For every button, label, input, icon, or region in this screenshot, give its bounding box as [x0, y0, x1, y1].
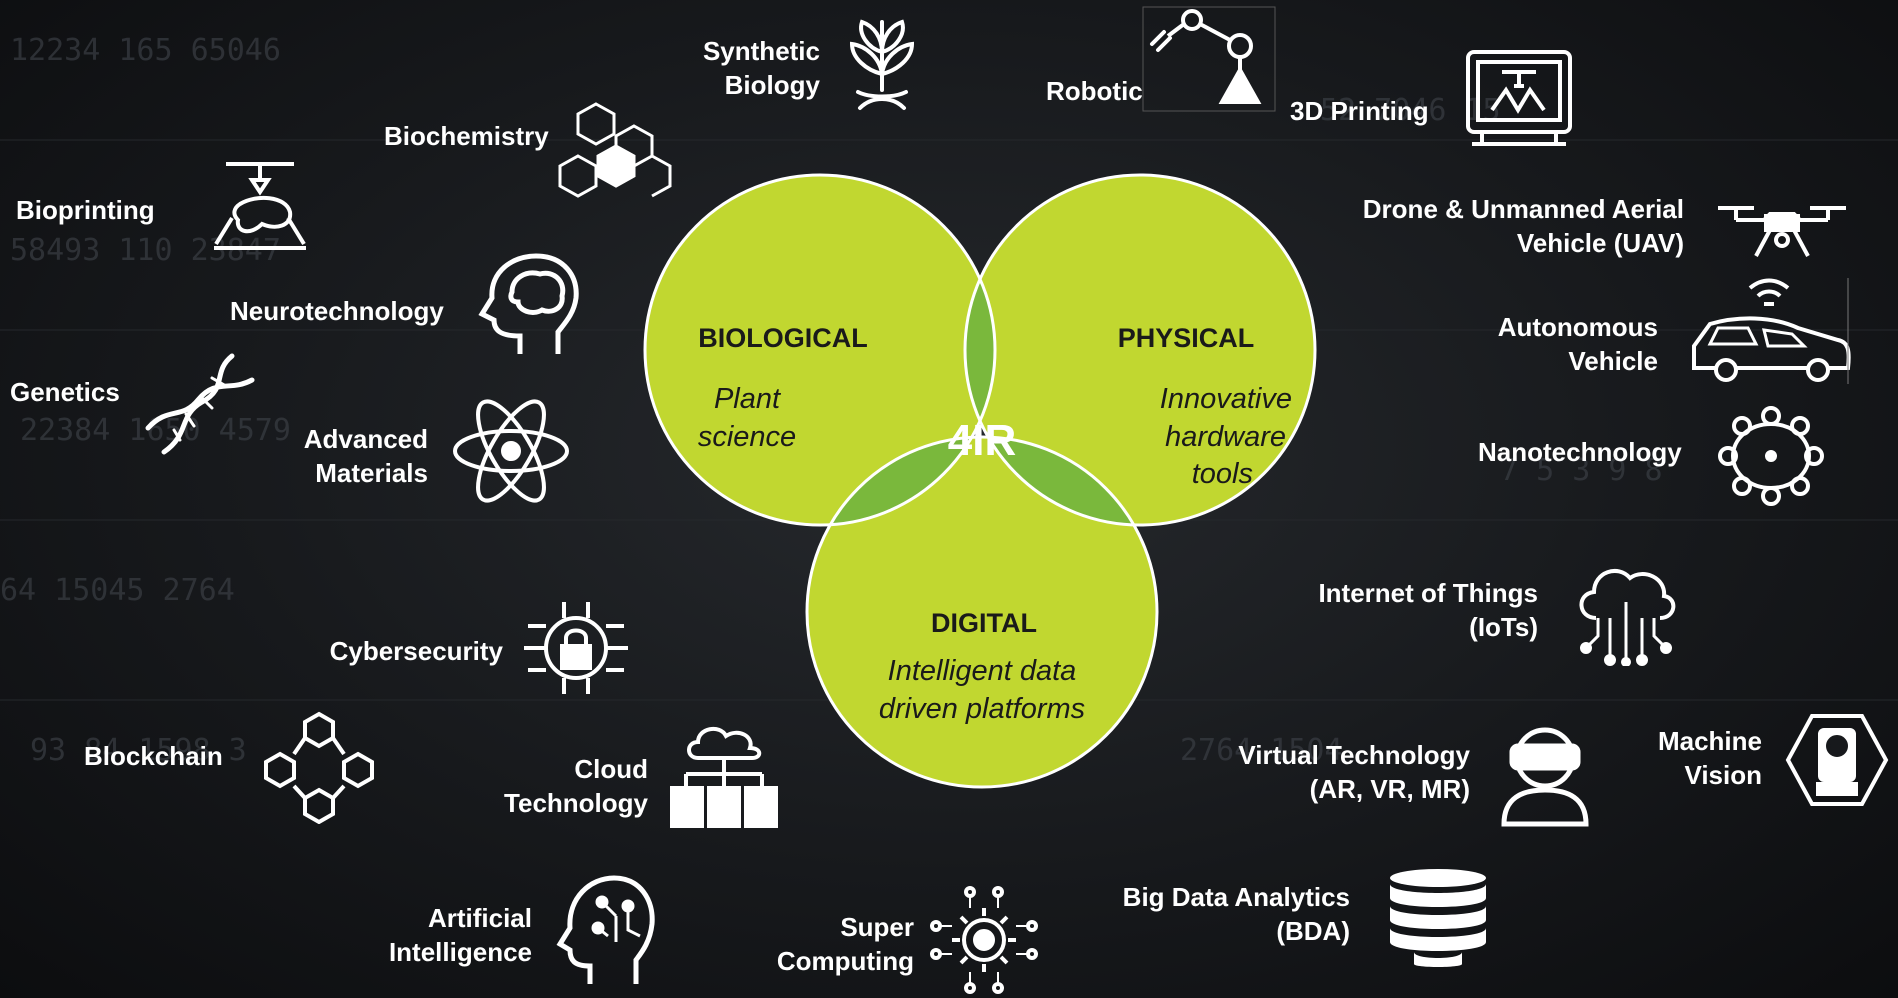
- bioprinter-icon: [206, 160, 314, 256]
- svg-text:58493 110 23847: 58493 110 23847: [10, 233, 281, 268]
- center-label: 4IR: [948, 416, 1016, 465]
- drone-icon: [1714, 194, 1850, 264]
- svg-text:52 7046 15: 52 7046 15: [1320, 93, 1501, 128]
- vision-camera-icon: [1784, 712, 1890, 808]
- svg-text:2764 1504: 2764 1504: [1180, 733, 1343, 768]
- padlock-chip-icon: [518, 596, 634, 700]
- autonomous-vehicle-label: Autonomous Vehicle: [1497, 312, 1658, 376]
- synthetic-biology-label: Synthetic Biology: [702, 36, 820, 100]
- physical-title: PHYSICAL: [1118, 323, 1255, 353]
- linked-cubes-icon: [262, 710, 376, 824]
- machine-vision-label: Machine Vision: [1657, 726, 1762, 790]
- biological-desc-line1: Plant: [714, 383, 782, 415]
- cybersecurity-label: Cybersecurity: [329, 636, 503, 666]
- hexagon-molecule-icon: [552, 100, 682, 204]
- robot-arm-icon: [1142, 6, 1276, 112]
- dna-helix-icon: [142, 352, 258, 458]
- advanced-materials-label: Advanced Materials: [303, 424, 428, 488]
- physical-desc-line3: tools: [1192, 458, 1253, 490]
- svg-text:12234 165 65046: 12234 165 65046: [10, 33, 281, 68]
- physical-desc-line2: hardware: [1165, 421, 1286, 453]
- cloud-servers-icon: [668, 722, 780, 830]
- genetics-label: Genetics: [10, 377, 120, 407]
- super-computing-label: Super Computing: [776, 912, 914, 976]
- plant-sprout-icon: [838, 12, 926, 114]
- vr-headset-icon: [1496, 718, 1594, 828]
- physical-desc-line1: Innovative: [1160, 383, 1292, 415]
- iot-label: Internet of Things (IoTs): [1318, 578, 1538, 642]
- neurotechnology-label: Neurotechnology: [230, 296, 444, 326]
- head-brain-icon: [472, 252, 582, 358]
- digital-circle: [807, 437, 1157, 787]
- biochemistry-label: Biochemistry: [384, 121, 549, 151]
- biological-desc-line2: science: [698, 421, 796, 453]
- digital-title: DIGITAL: [931, 608, 1037, 638]
- nanotechnology-label: Nanotechnology: [1478, 437, 1682, 467]
- cloud-circuit-icon: [1570, 562, 1680, 666]
- blockchain-label: Blockchain: [84, 741, 223, 771]
- big-data-label: Big Data Analytics (BDA): [1122, 882, 1350, 946]
- cloud-technology-label: Cloud Technology: [504, 754, 648, 818]
- biological-circle: [645, 175, 995, 525]
- svg-text:64 15045 2764: 64 15045 2764: [0, 573, 235, 608]
- drone-label: Drone & Unmanned Aerial Vehicle (UAV): [1362, 194, 1684, 258]
- physical-circle: [965, 175, 1315, 525]
- robotic-label: Robotic: [1046, 76, 1143, 106]
- nano-ring-icon: [1716, 406, 1826, 506]
- database-stack-icon: [1384, 868, 1492, 968]
- digital-desc-line2: driven platforms: [879, 693, 1085, 725]
- ai-head-icon: [556, 872, 656, 988]
- bioprinting-label: Bioprinting: [16, 195, 155, 225]
- 3d-printer-icon: [1462, 48, 1576, 148]
- 3d-printing-label: 3D Printing: [1290, 96, 1429, 126]
- atom-icon: [450, 394, 572, 508]
- svg-text:93 84 1598 3: 93 84 1598 3: [30, 733, 247, 768]
- gear-network-icon: [930, 886, 1038, 994]
- digital-desc-line1: Intelligent data: [888, 655, 1077, 687]
- connected-car-icon: [1688, 276, 1854, 386]
- virtual-technology-label: Virtual Technology (AR, VR, MR): [1238, 740, 1470, 804]
- svg-text:7 5 3 9 8: 7 5 3 9 8: [1500, 453, 1663, 488]
- biological-title: BIOLOGICAL: [698, 323, 868, 353]
- artificial-intelligence-label: Artificial Intelligence: [388, 903, 532, 967]
